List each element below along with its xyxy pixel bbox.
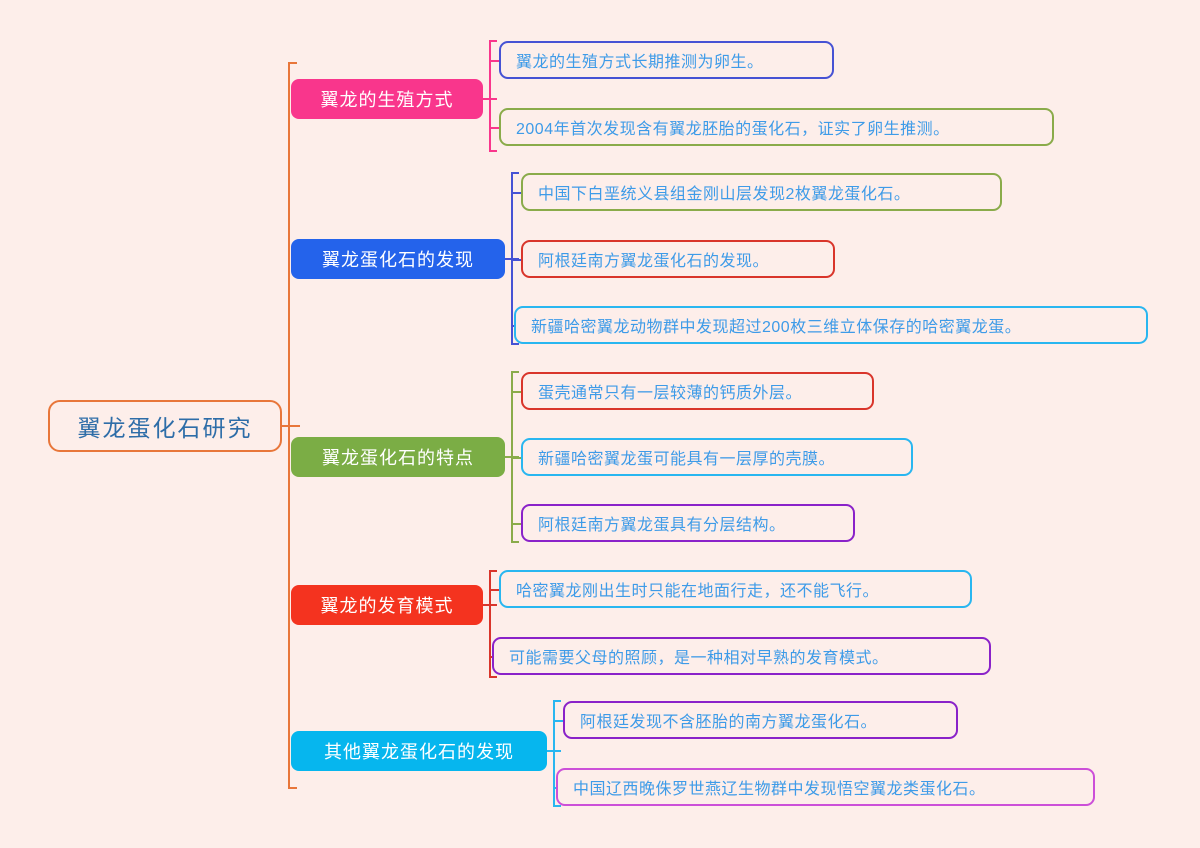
- branch-node-1[interactable]: 翼龙的生殖方式: [291, 79, 483, 119]
- leaf-node-3-1[interactable]: 蛋壳通常只有一层较薄的钙质外层。: [521, 372, 874, 410]
- leaf-node-3-3[interactable]: 阿根廷南方翼龙蛋具有分层结构。: [521, 504, 855, 542]
- leaf-node-3-1-label: 蛋壳通常只有一层较薄的钙质外层。: [538, 385, 803, 402]
- leaf-node-5-1-label: 阿根廷发现不含胚胎的南方翼龙蛋化石。: [580, 714, 878, 731]
- leaf-node-1-2[interactable]: 2004年首次发现含有翼龙胚胎的蛋化石，证实了卵生推测。: [499, 108, 1054, 146]
- branch-3-twig-3: [511, 523, 521, 525]
- branch-node-3-label: 翼龙蛋化石的特点: [322, 448, 474, 468]
- branch-2-connector-cap-top: [511, 172, 519, 174]
- branch-node-4[interactable]: 翼龙的发育模式: [291, 585, 483, 625]
- leaf-node-5-2-label: 中国辽西晚侏罗世燕辽生物群中发现悟空翼龙类蛋化石。: [573, 781, 986, 798]
- leaf-node-5-1[interactable]: 阿根廷发现不含胚胎的南方翼龙蛋化石。: [563, 701, 958, 739]
- leaf-node-2-1[interactable]: 中国下白垩统义县组金刚山层发现2枚翼龙蛋化石。: [521, 173, 1002, 211]
- branch-4-connector-spine: [489, 570, 491, 678]
- branch-1-connector-cap-bottom: [489, 150, 497, 152]
- leaf-node-5-2[interactable]: 中国辽西晚侏罗世燕辽生物群中发现悟空翼龙类蛋化石。: [556, 768, 1095, 806]
- root-connector-cap-top: [288, 62, 297, 64]
- root-connector-spine: [288, 62, 290, 789]
- branch-node-2-label: 翼龙蛋化石的发现: [322, 250, 474, 270]
- branch-3-connector-cap-bottom: [511, 541, 519, 543]
- root-node-label: 翼龙蛋化石研究: [77, 415, 253, 441]
- leaf-node-2-3[interactable]: 新疆哈密翼龙动物群中发现超过200枚三维立体保存的哈密翼龙蛋。: [514, 306, 1148, 344]
- branch-5-connector-spine: [553, 700, 555, 807]
- branch-node-4-label: 翼龙的发育模式: [320, 596, 454, 616]
- leaf-node-4-1[interactable]: 哈密翼龙刚出生时只能在地面行走，还不能飞行。: [499, 570, 972, 608]
- branch-2-connector-cap-bottom: [511, 343, 519, 345]
- leaf-node-3-2[interactable]: 新疆哈密翼龙蛋可能具有一层厚的壳膜。: [521, 438, 913, 476]
- leaf-node-2-3-label: 新疆哈密翼龙动物群中发现超过200枚三维立体保存的哈密翼龙蛋。: [531, 319, 1022, 336]
- branch-node-5-label: 其他翼龙蛋化石的发现: [324, 742, 514, 762]
- branch-node-2[interactable]: 翼龙蛋化石的发现: [291, 239, 505, 279]
- leaf-node-1-1[interactable]: 翼龙的生殖方式长期推测为卵生。: [499, 41, 834, 79]
- leaf-node-4-1-label: 哈密翼龙刚出生时只能在地面行走，还不能飞行。: [516, 583, 880, 600]
- branch-3-twig-2: [511, 457, 521, 459]
- leaf-node-4-2-label: 可能需要父母的照顾，是一种相对早熟的发育模式。: [509, 650, 889, 667]
- branch-4-connector-cap-bottom: [489, 676, 497, 678]
- branch-node-5[interactable]: 其他翼龙蛋化石的发现: [291, 731, 547, 771]
- branch-5-connector-cap-bottom: [553, 805, 561, 807]
- branch-2-twig-2: [511, 259, 521, 261]
- leaf-node-2-2-label: 阿根廷南方翼龙蛋化石的发现。: [538, 253, 770, 270]
- branch-node-1-label: 翼龙的生殖方式: [320, 90, 454, 110]
- leaf-node-2-1-label: 中国下白垩统义县组金刚山层发现2枚翼龙蛋化石。: [538, 186, 911, 203]
- branch-1-connector-spine: [489, 40, 491, 152]
- branch-1-twig-2: [489, 127, 499, 129]
- root-connector-cap-bottom: [288, 787, 297, 789]
- leaf-node-1-2-label: 2004年首次发现含有翼龙胚胎的蛋化石，证实了卵生推测。: [516, 121, 950, 138]
- root-node[interactable]: 翼龙蛋化石研究: [48, 400, 282, 452]
- branch-3-connector-cap-top: [511, 371, 519, 373]
- branch-1-twig-1: [489, 60, 499, 62]
- leaf-node-2-2[interactable]: 阿根廷南方翼龙蛋化石的发现。: [521, 240, 835, 278]
- branch-5-twig-1: [553, 720, 563, 722]
- leaf-node-3-2-label: 新疆哈密翼龙蛋可能具有一层厚的壳膜。: [538, 451, 836, 468]
- branch-2-connector-spine: [511, 172, 513, 345]
- leaf-node-4-2[interactable]: 可能需要父母的照顾，是一种相对早熟的发育模式。: [492, 637, 991, 675]
- branch-5-connector-cap-top: [553, 700, 561, 702]
- branch-2-twig-1: [511, 192, 521, 194]
- branch-4-connector-cap-top: [489, 570, 497, 572]
- branch-3-twig-1: [511, 391, 521, 393]
- branch-4-twig-1: [489, 589, 499, 591]
- branch-node-3[interactable]: 翼龙蛋化石的特点: [291, 437, 505, 477]
- leaf-node-3-3-label: 阿根廷南方翼龙蛋具有分层结构。: [538, 517, 786, 534]
- root-connector-stub: [282, 425, 300, 427]
- branch-1-connector-cap-top: [489, 40, 497, 42]
- leaf-node-1-1-label: 翼龙的生殖方式长期推测为卵生。: [516, 54, 764, 71]
